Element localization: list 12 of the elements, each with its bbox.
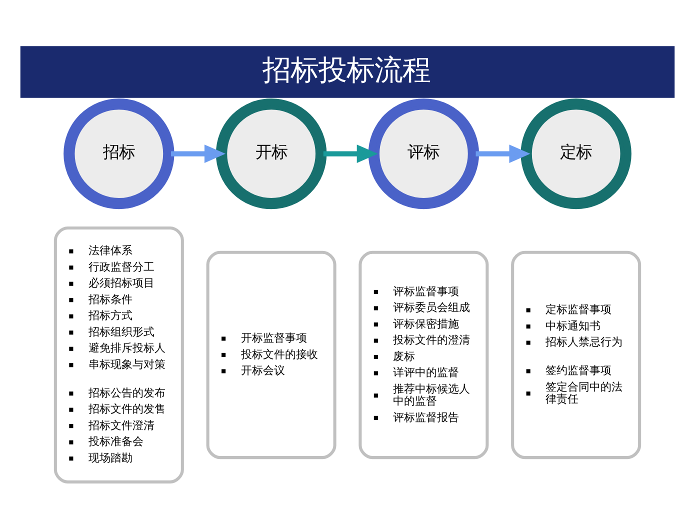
node-box: 法律体系 行政监督分工 必须招标项目 招标条件 招标方式 招标组织形式 避免排斥投标人 串标现象与对策 招标公告的发布 招标文件的发售 招标文件澄清 投标准备会 现场踏勘: [54, 226, 184, 483]
node-circle: 招标: [64, 98, 174, 209]
node-box: 定标监督事项 中标通知书 招标人禁忌行为 签约监督事项 签定合同中的法律责任: [511, 250, 642, 459]
arrow: [171, 144, 226, 163]
diagram-title: 招标投标流程: [262, 53, 431, 86]
node-box: 评标监督事项 评标委员会组成 评标保密措施 投标文件的澄清 废标 详评中的监督 推荐中标候选人中的监督 评标监督报告: [358, 250, 489, 459]
arrow: [476, 144, 530, 163]
node-box: 开标监督事项 投标文件的接收 开标会议: [206, 250, 336, 459]
node-circle: 评标: [368, 98, 480, 209]
node-circle: 定标: [520, 98, 632, 209]
arrow: [323, 144, 378, 163]
node-circle: 开标: [216, 98, 327, 209]
